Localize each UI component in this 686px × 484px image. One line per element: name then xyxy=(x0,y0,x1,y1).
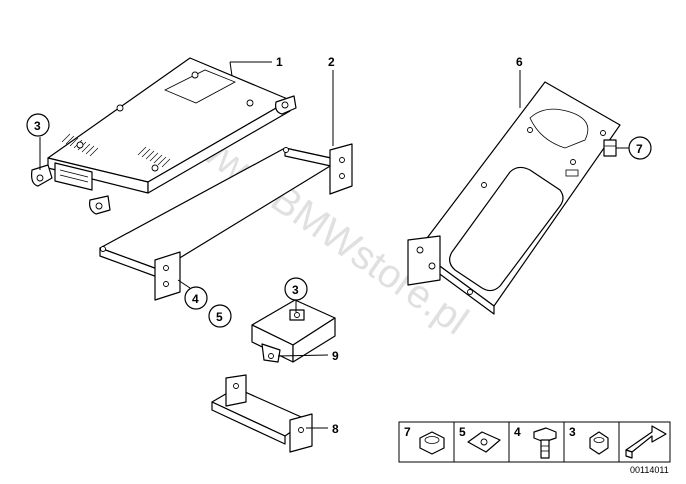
part-8-small-bracket xyxy=(211,374,313,453)
callout-7: 7 xyxy=(636,142,643,156)
legend-label-4: 4 xyxy=(514,425,521,439)
part-2-bracket-tray xyxy=(99,143,353,301)
callout-6: 6 xyxy=(516,55,523,69)
bolt-icon xyxy=(533,427,557,459)
callout-9: 9 xyxy=(332,349,339,363)
callout-3b: 3 xyxy=(292,283,299,297)
callout-3-circle-b: 3 xyxy=(284,277,308,301)
callout-3-circle-a: 3 xyxy=(26,113,50,137)
document-id: 00114011 xyxy=(630,465,669,475)
callout-5: 5 xyxy=(216,310,223,324)
legend-label-7: 7 xyxy=(404,425,411,439)
part-9-small-module xyxy=(251,299,336,363)
legend-label-3: 3 xyxy=(569,425,576,439)
callout-5-circle: 5 xyxy=(208,304,232,328)
leader-lines xyxy=(39,61,629,429)
callout-4-circle: 4 xyxy=(184,286,208,310)
part-1-control-module xyxy=(31,57,297,215)
callout-7-circle: 7 xyxy=(628,136,652,160)
callout-4: 4 xyxy=(192,292,199,306)
callout-8: 8 xyxy=(332,422,339,436)
fastener-legend: 7 5 4 3 xyxy=(398,421,671,463)
callout-3a: 3 xyxy=(34,119,41,133)
clip-nut-icon xyxy=(467,431,501,453)
arrow-icon xyxy=(625,425,667,459)
callout-2: 2 xyxy=(328,55,335,69)
legend-label-5: 5 xyxy=(459,425,466,439)
callout-1: 1 xyxy=(276,55,283,69)
hex-nut-icon xyxy=(589,431,609,455)
nut-icon xyxy=(419,431,445,455)
vent-grille-right xyxy=(137,146,171,168)
part-6-bracket-plate xyxy=(407,81,621,315)
